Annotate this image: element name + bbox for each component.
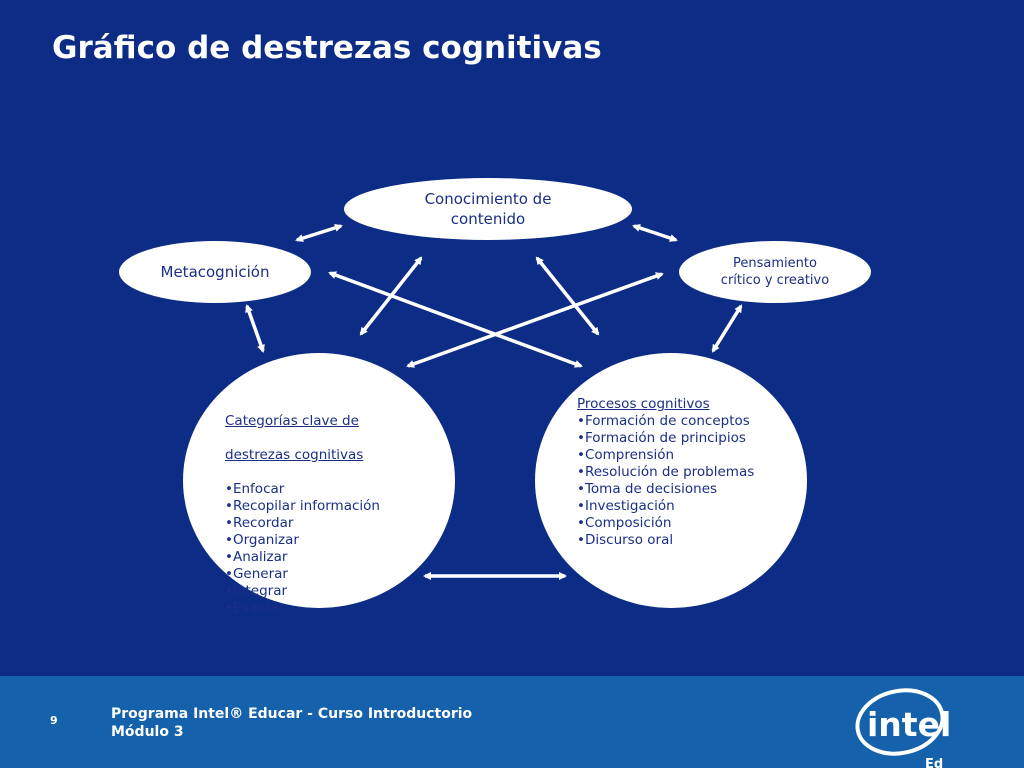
arrow-pensamiento-procesos	[711, 304, 743, 353]
node-metacognicion: Metacognición	[119, 241, 311, 303]
node-metacognicion-label: Metacognición	[160, 263, 270, 281]
footer-bar: 9 Programa Intel® Educar - Curso Introdu…	[0, 676, 1024, 768]
intel-logo-graphic: intel Ed	[855, 688, 949, 768]
list-item: Discurso oral	[577, 532, 754, 549]
arrows-layer	[245, 224, 743, 580]
node-conocimiento-line2: contenido	[450, 210, 526, 228]
footer-line2: Módulo 3	[111, 724, 184, 740]
node-procesos-cognitivos: Procesos cognitivos Formación de concept…	[535, 353, 807, 608]
procesos-heading: Procesos cognitivos	[577, 396, 710, 412]
node-pensamiento-line1: Pensamiento	[733, 256, 817, 271]
list-item: Toma de decisiones	[577, 481, 754, 498]
categorias-heading: Categorías clave de destrezas cognitivas	[225, 396, 380, 481]
list-item: Evaluar	[225, 600, 380, 617]
node-categorias-clave: Categorías clave de destrezas cognitivas…	[183, 353, 455, 616]
footer-text: Programa Intel® Educar - Curso Introduct…	[111, 705, 472, 741]
procesos-list: Formación de conceptos Formación de prin…	[577, 413, 754, 549]
list-item: Formación de conceptos	[577, 413, 754, 430]
node-conocimiento-line1: Conocimiento de	[424, 190, 552, 208]
list-item: Enfocar	[225, 481, 380, 498]
intel-logo-subtext: Ed	[925, 757, 943, 768]
intel-logo: intel Ed	[853, 682, 949, 768]
list-item: Recordar	[225, 515, 380, 532]
list-item: Generar	[225, 566, 380, 583]
list-item: Analizar	[225, 549, 380, 566]
list-item: Formación de principios	[577, 430, 754, 447]
list-item: Comprensión	[577, 447, 754, 464]
page-number: 9	[50, 714, 58, 727]
arrow-conocimiento-pensamiento	[632, 224, 678, 242]
slide-title: Gráfico de destrezas cognitivas	[52, 30, 602, 66]
list-item: Organizar	[225, 532, 380, 549]
categorias-heading-line2: destrezas cognitivas	[225, 447, 364, 463]
list-item: Resolución de problemas	[577, 464, 754, 481]
node-conocimiento-de-contenido: Conocimiento de contenido	[344, 178, 632, 240]
list-item: Composición	[577, 515, 754, 532]
arrow-metacognicion-categorias	[245, 304, 265, 353]
list-item: Integrar	[225, 583, 380, 600]
list-item: Investigación	[577, 498, 754, 515]
arrow-conocimiento-procesos	[535, 256, 600, 336]
footer-line1: Programa Intel® Educar - Curso Introduct…	[111, 706, 473, 722]
node-pensamiento-critico: Pensamiento crítico y creativo	[679, 241, 871, 303]
categorias-list: Enfocar Recopilar información Recordar O…	[225, 481, 380, 617]
arrow-metacognicion-procesos	[328, 271, 583, 368]
intel-logo-text: intel	[867, 705, 949, 744]
list-item: Recopilar información	[225, 498, 380, 515]
categorias-heading-line1: Categorías clave de	[225, 413, 359, 429]
arrow-pensamiento-categorias	[406, 272, 664, 368]
node-pensamiento-line2: crítico y creativo	[720, 273, 830, 288]
arrow-metacognicion-conocimiento	[295, 224, 343, 242]
